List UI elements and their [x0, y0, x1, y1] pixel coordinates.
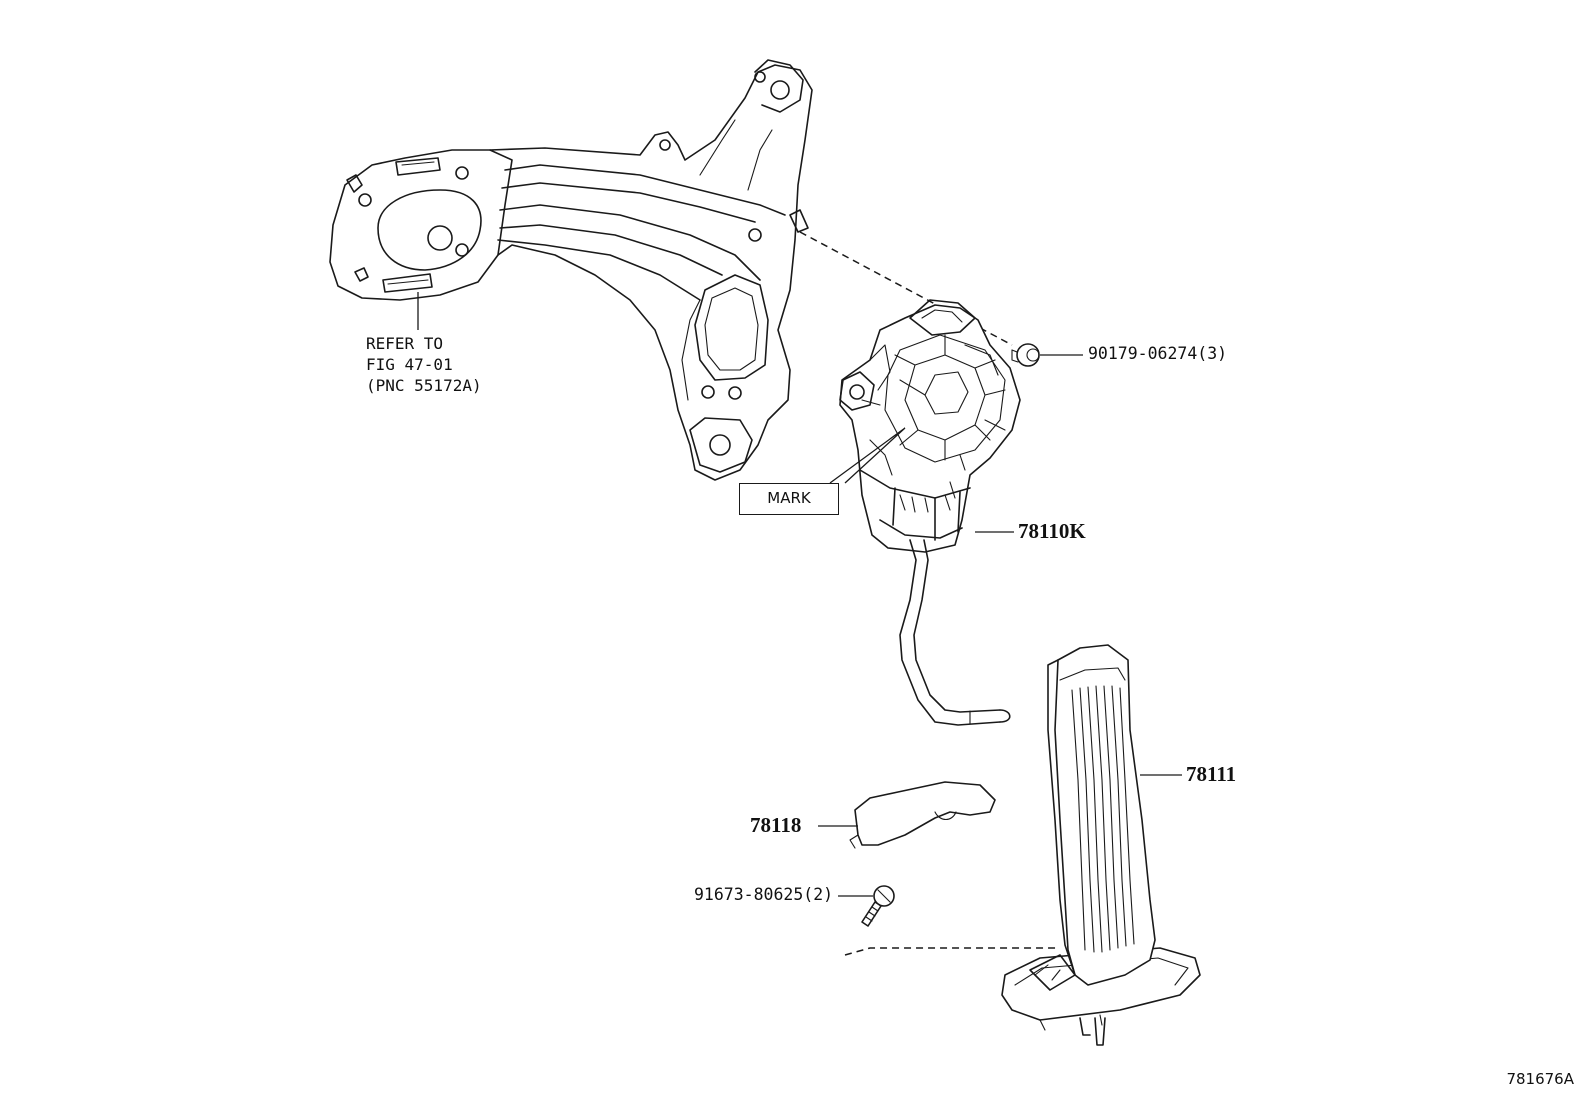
part-label-78110k[interactable]: 78110K [1018, 519, 1086, 543]
part-label-78118[interactable]: 78118 [750, 813, 802, 837]
part-label-78111[interactable]: 78111 [1186, 762, 1237, 786]
pedal-sensor-assembly [839, 299, 1021, 726]
pedal-bracket [329, 59, 813, 481]
screw-91673 [861, 885, 895, 927]
refer-note: REFER TO FIG 47-01 (PNC 55172A) [366, 333, 482, 396]
refer-note-line-2: FIG 47-01 [366, 355, 453, 374]
screw-dash-line [844, 947, 1060, 956]
mark-label: MARK [739, 483, 839, 515]
mounting-dash-line [799, 231, 1013, 346]
part-label-91673-80625[interactable]: 91673-80625(2) [694, 885, 834, 904]
nut-90179 [1011, 343, 1040, 367]
mark-leader [829, 427, 906, 484]
cover-78118 [849, 781, 996, 849]
refer-note-line-1: REFER TO [366, 334, 444, 353]
part-label-90179-06274[interactable]: 90179-06274(3) [1088, 344, 1228, 363]
figure-id: 781676A [1506, 1070, 1574, 1088]
refer-note-line-3: (PNC 55172A) [366, 376, 482, 395]
pedal-pad [1001, 644, 1201, 1046]
